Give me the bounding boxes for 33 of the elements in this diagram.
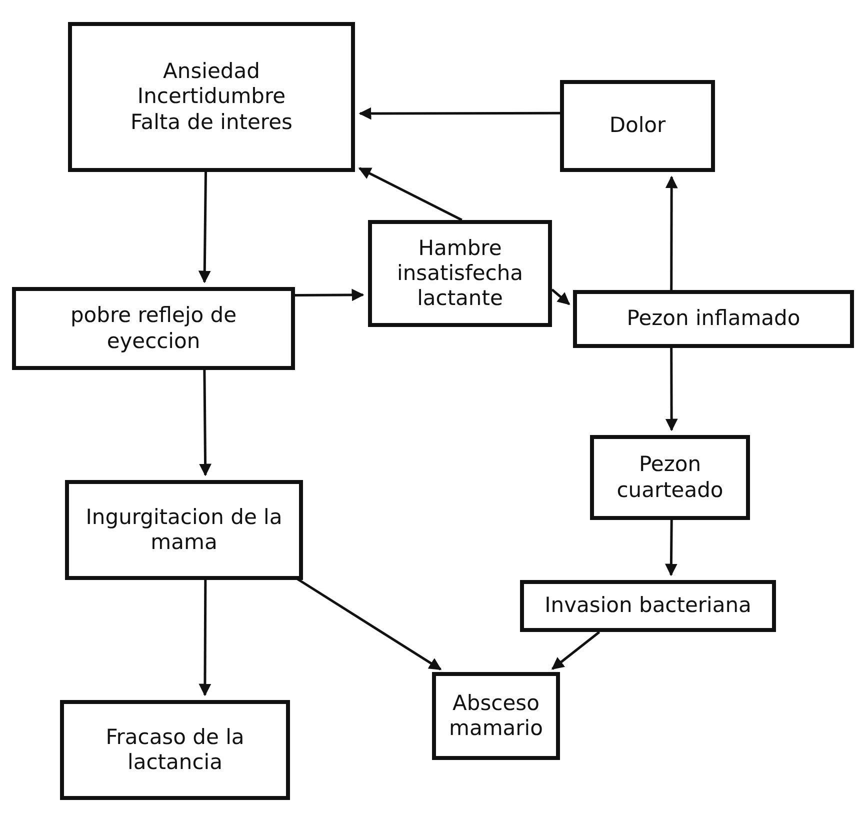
node-text: Dolor	[609, 113, 666, 139]
node-text: Hambre insatisfecha lactante	[396, 236, 524, 312]
arrow	[295, 288, 364, 302]
process-box	[368, 220, 552, 327]
process-box	[432, 672, 560, 760]
node-text: Ingurgitacion de la mama	[84, 504, 284, 556]
arrow	[665, 176, 678, 290]
arrow	[198, 172, 211, 284]
node-text: Incertidumbre	[137, 84, 286, 110]
node-text: Ansiedad	[163, 59, 260, 84]
arrow	[551, 631, 600, 670]
node-text: Pezon inflamado	[626, 306, 800, 332]
process-box	[65, 480, 303, 580]
process-box	[68, 22, 355, 172]
node-text: Falta de interes	[130, 110, 292, 135]
node-text: Fracaso de la lactancia	[104, 724, 246, 776]
process-box	[560, 80, 715, 172]
arrow	[358, 107, 560, 120]
node-text: Pezon cuarteado	[616, 452, 724, 503]
arrow	[198, 580, 212, 696]
node-text: Invasion bacteriana	[544, 593, 752, 619]
arrow	[665, 348, 678, 432]
node-text: pobre reflejo de eyeccion	[69, 303, 238, 354]
arrow	[664, 520, 678, 576]
process-box	[573, 290, 854, 348]
arrow	[358, 167, 462, 222]
process-box	[520, 580, 776, 632]
node-text: Absceso mamario	[448, 690, 544, 742]
arrow	[551, 288, 570, 306]
process-box	[12, 287, 295, 370]
process-box	[60, 700, 290, 800]
process-box	[590, 435, 750, 520]
arrow	[199, 370, 212, 476]
